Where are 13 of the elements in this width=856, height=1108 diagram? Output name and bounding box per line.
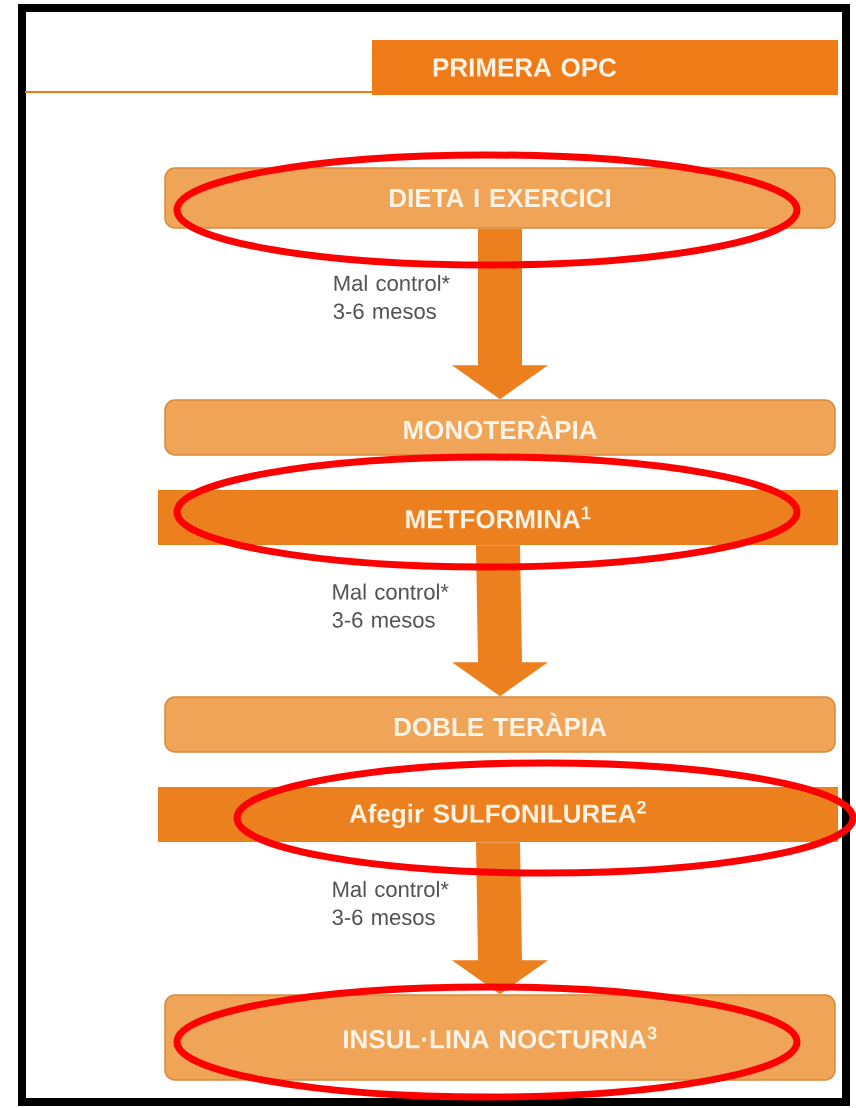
drug-box: METFORMINA$^{1}$ (158, 490, 838, 545)
edge-label: Mal control* 3-6 mesos (332, 583, 449, 628)
step-box: DOBLE TERÀPIA (164, 696, 836, 753)
block-arrow (452, 228, 548, 400)
step-box: MONOTERÀPIA (164, 399, 836, 456)
drug-box: Afegir SULFONILUREA$^{2}$ (158, 787, 838, 842)
step-box: DIETA I EXERCICI (164, 167, 836, 229)
edge-label: Mal control* 3-6 mesos (333, 274, 450, 320)
step-box: INSUL·LINA NOCTURNA$^{3}$ (164, 994, 836, 1081)
edge-label: Mal control* 3-6 mesos (332, 880, 449, 926)
block-arrow (452, 545, 548, 697)
block-arrow (452, 842, 548, 995)
header-band: PRIMERA OPC (372, 40, 838, 95)
